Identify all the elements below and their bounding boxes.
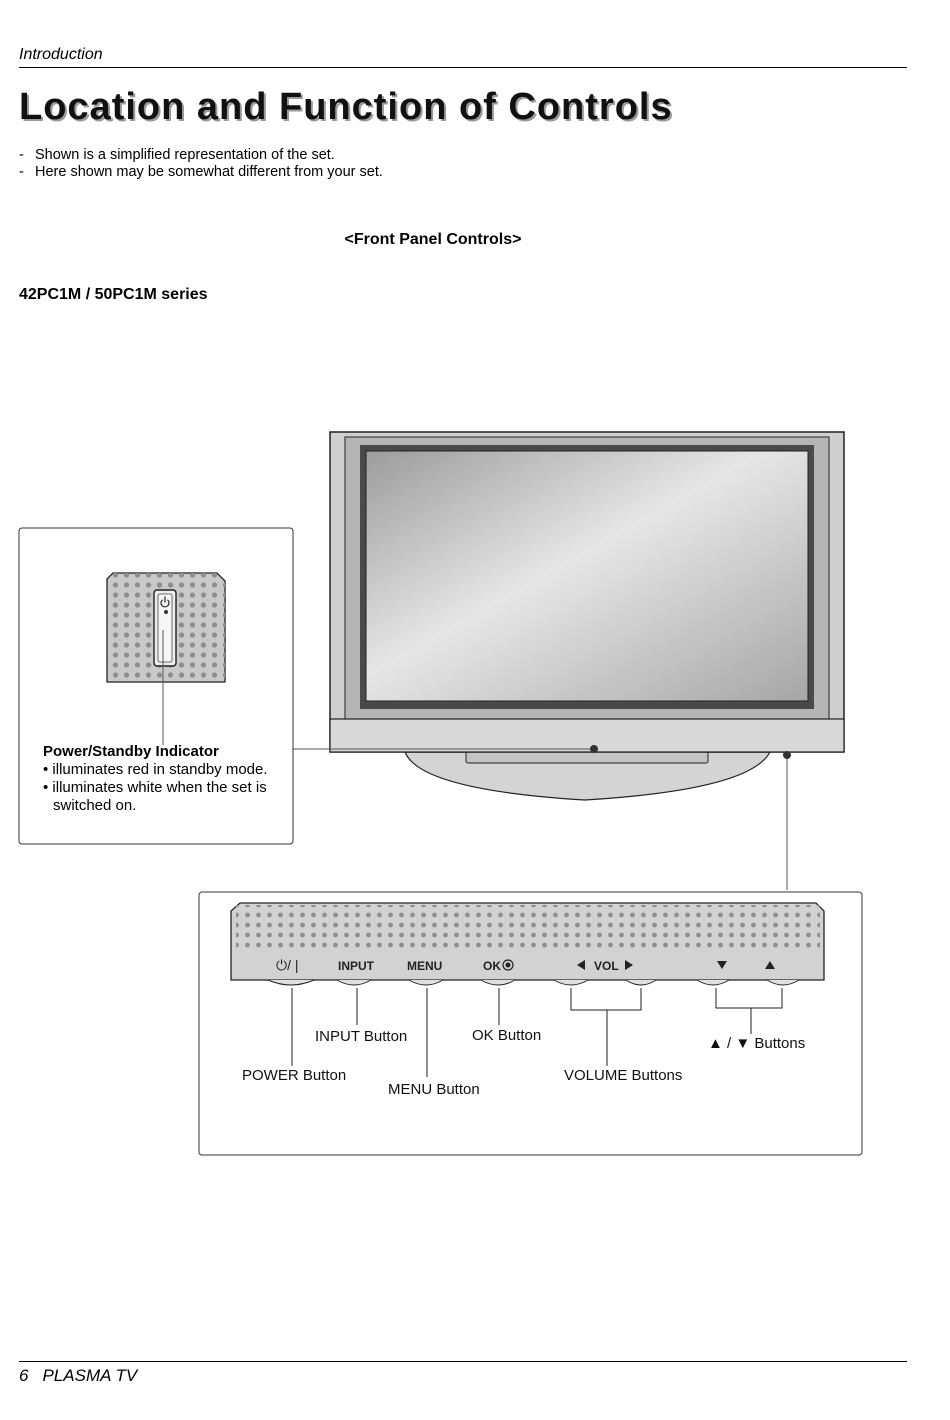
note-item: -Shown is a simplified representation of… xyxy=(19,147,335,163)
indicator-bullet-text: illuminates white when the set is switch… xyxy=(52,779,267,814)
power-symbol-icon xyxy=(160,596,170,608)
ok-button-callout: OK Button xyxy=(472,1027,541,1044)
tv-power-indicator-dot xyxy=(590,745,598,753)
updown-buttons-callout: ▲ / ▼ Buttons xyxy=(708,1035,805,1052)
ok-target-icon xyxy=(502,959,514,971)
tv-screen xyxy=(365,450,809,702)
side-panel-detail-box xyxy=(198,891,863,1156)
panel-ok-label: OK xyxy=(483,959,501,973)
panel-menu-label: MENU xyxy=(407,959,442,973)
tv-bottom-strip xyxy=(329,718,845,753)
panel-vol-label: VOL xyxy=(594,959,619,973)
menu-button-callout: MENU Button xyxy=(388,1081,480,1098)
input-button-callout: INPUT Button xyxy=(315,1028,407,1045)
note-text: Shown is a simplified representation of … xyxy=(35,147,335,163)
note-item: -Here shown may be somewhat different fr… xyxy=(19,164,383,180)
indicator-bullet: • illuminates white when the set is swit… xyxy=(43,779,267,814)
footer-product: PLASMA TV xyxy=(42,1366,138,1385)
indicator-bullet: • illuminates red in standby mode. xyxy=(43,761,268,778)
indicator-title: Power/Standby Indicator xyxy=(43,743,219,760)
page-title: Location and Function of Controls xyxy=(19,86,673,128)
model-series-label: 42PC1M / 50PC1M series xyxy=(19,286,208,303)
footer: 6 PLASMA TV xyxy=(19,1366,137,1386)
indicator-description: Power/Standby Indicator • illuminates re… xyxy=(43,743,283,815)
footer-rule xyxy=(19,1361,907,1362)
indicator-bullet-text: illuminates red in standby mode. xyxy=(52,761,268,778)
tv-side-panel-dot xyxy=(783,751,791,759)
vol-right-arrow-icon xyxy=(625,960,633,970)
section-heading: <Front Panel Controls> xyxy=(344,231,522,248)
down-arrow-icon xyxy=(717,961,727,969)
volume-buttons-callout: VOLUME Buttons xyxy=(564,1067,682,1084)
tv-illustration xyxy=(329,431,845,801)
up-arrow-icon xyxy=(765,961,775,969)
indicator-detail-box xyxy=(18,527,294,845)
panel-input-label: INPUT xyxy=(338,959,375,973)
header-section-label: Introduction xyxy=(19,46,103,63)
note-text: Here shown may be somewhat different fro… xyxy=(35,164,383,180)
tv-stand-base xyxy=(404,751,771,801)
tv-stand-neck xyxy=(465,751,709,764)
power-button-callout: POWER Button xyxy=(242,1067,346,1084)
page-number: 6 xyxy=(19,1366,29,1385)
panel-power-label: ⏻/ | xyxy=(276,957,299,973)
header-rule xyxy=(19,67,907,68)
vol-left-arrow-icon xyxy=(577,960,585,970)
